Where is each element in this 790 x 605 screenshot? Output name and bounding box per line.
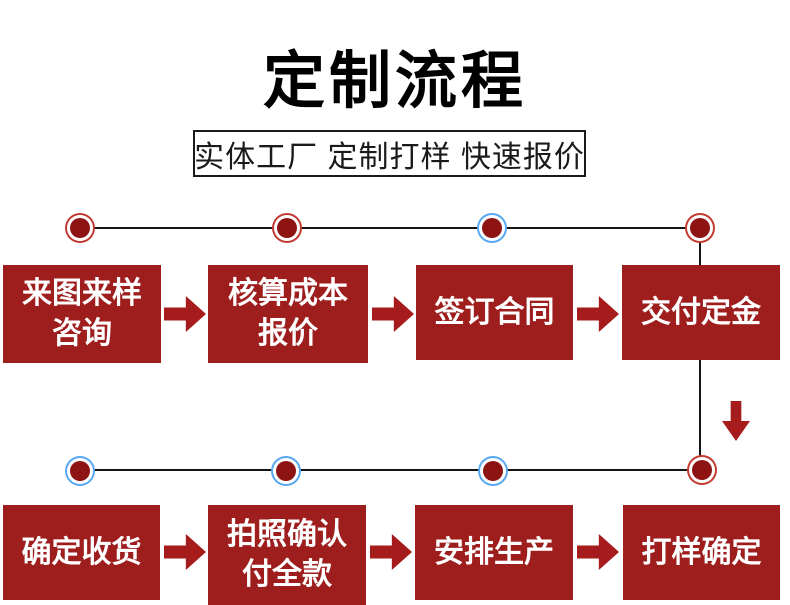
step-label: 签订合同 — [434, 295, 555, 329]
arrow-right-icon — [370, 534, 412, 570]
step-label: 来图来样 — [22, 277, 142, 310]
arrow-right-icon — [577, 534, 619, 570]
timeline-dot-icon — [70, 218, 90, 238]
step-box: 签订合同 — [416, 265, 573, 360]
step-label: 报价 — [258, 317, 318, 350]
step-label: 打样确定 — [641, 535, 762, 569]
timeline-dot-icon — [277, 218, 297, 238]
timeline-dot-icon — [482, 218, 502, 238]
page-title: 定制流程 — [262, 47, 527, 116]
step-label: 核算成本 — [228, 277, 348, 310]
step-label: 安排生产 — [434, 535, 554, 569]
timeline-dot-icon — [483, 461, 503, 481]
step-box: 核算成本 报价 — [208, 265, 368, 363]
step-box: 打样确定 — [623, 505, 780, 600]
bottom-connector-line — [80, 469, 702, 471]
step-box: 安排生产 — [415, 505, 573, 600]
step-label: 付全款 — [242, 558, 332, 591]
subtitle-text: 实体工厂 定制打样 快速报价 — [194, 140, 585, 174]
arrow-right-icon — [164, 296, 206, 332]
step-box: 拍照确认 付全款 — [208, 505, 366, 605]
timeline-dot-icon — [690, 218, 710, 238]
step-box: 确定收货 — [3, 505, 160, 600]
step-box: 交付定金 — [622, 265, 780, 360]
step-box: 来图来样 咨询 — [3, 265, 161, 363]
timeline-dot-icon — [276, 461, 296, 481]
arrow-down-icon — [722, 401, 750, 441]
arrow-right-icon — [164, 534, 206, 570]
timeline-dot-icon — [70, 461, 90, 481]
arrow-right-icon — [577, 296, 619, 332]
step-label: 交付定金 — [641, 295, 761, 329]
top-connector-line — [80, 227, 700, 229]
step-label: 咨询 — [52, 317, 112, 350]
step-label: 确定收货 — [21, 535, 142, 569]
subtitle-box: 实体工厂 定制打样 快速报价 — [193, 130, 586, 177]
arrow-right-icon — [372, 296, 414, 332]
timeline-dot-icon — [692, 460, 712, 480]
step-label: 拍照确认 — [227, 518, 347, 551]
